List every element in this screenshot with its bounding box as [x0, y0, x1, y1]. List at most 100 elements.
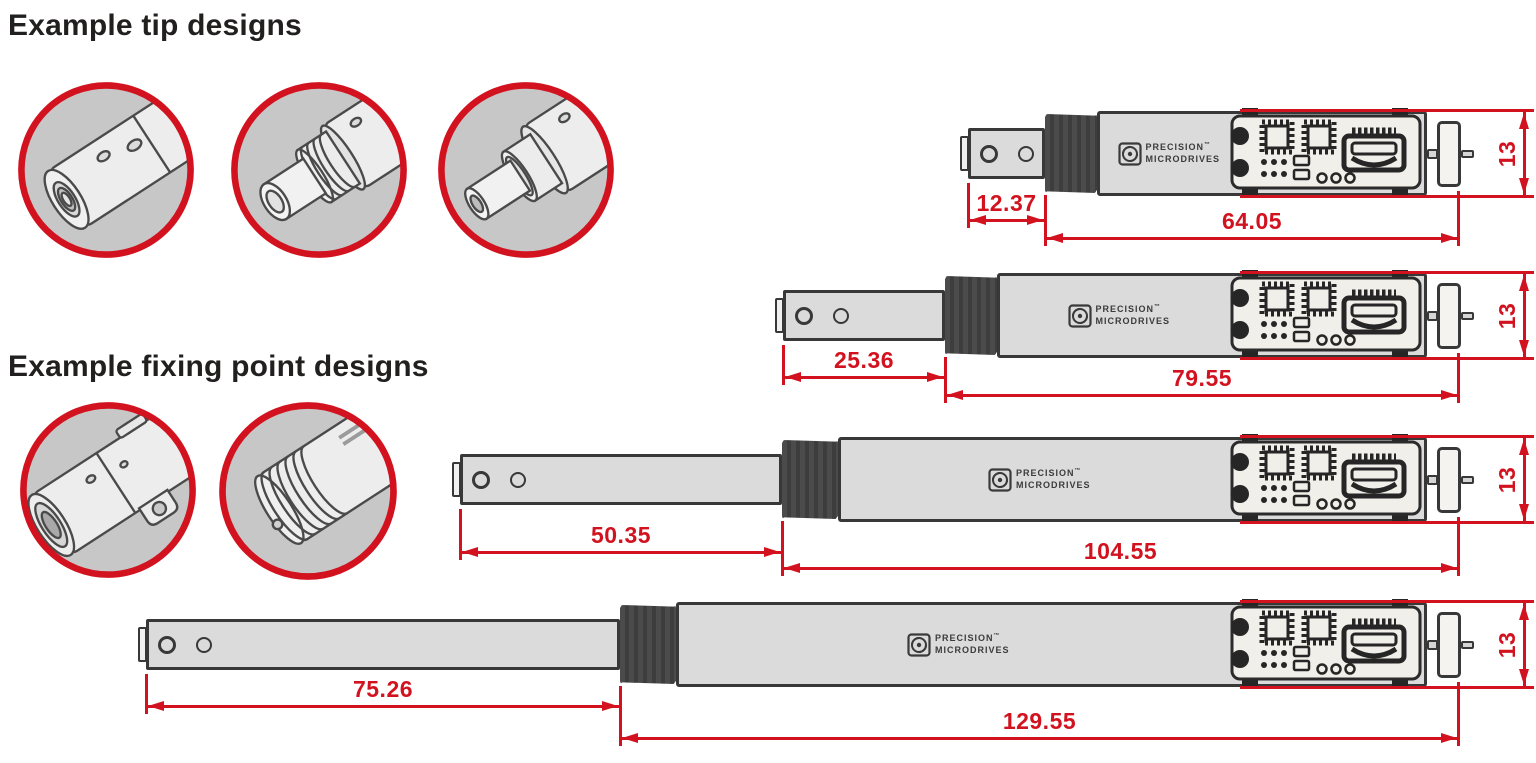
arrowhead-icon — [784, 563, 800, 573]
brand-logo: PRECISION™ MICRODRIVES — [907, 632, 1010, 657]
rod-hole — [196, 636, 212, 653]
dimension-label-stroke: 50.35 — [590, 522, 652, 548]
brand-line1: PRECISION — [935, 633, 994, 644]
dimension-line-total — [945, 394, 1459, 397]
end-pin — [1461, 475, 1474, 484]
dimension-label-total: 129.55 — [1002, 708, 1077, 734]
witness-line — [1240, 521, 1534, 524]
rod-hole — [980, 144, 998, 163]
arrowhead-icon — [622, 733, 638, 743]
dimension-label-stroke: 12.37 — [976, 190, 1037, 216]
dimension-label-total: 104.55 — [1083, 538, 1158, 564]
arrowhead-icon — [1519, 340, 1529, 356]
dimension-line-stroke — [783, 376, 945, 379]
dimension-line-stroke — [146, 705, 620, 708]
end-flag — [1437, 120, 1461, 187]
rubber-boot — [1045, 114, 1097, 193]
witness-line — [145, 674, 148, 714]
arrowhead-icon — [602, 701, 618, 711]
arrowhead-icon — [1441, 233, 1457, 243]
witness-line — [1044, 195, 1047, 246]
witness-line — [1240, 195, 1534, 198]
external-thread-tip-icon — [231, 82, 407, 258]
brand-wordmark: PRECISION™ MICRODRIVES — [935, 633, 1010, 656]
witness-line — [1240, 686, 1534, 689]
witness-line — [1240, 109, 1534, 112]
brand-line2: MICRODRIVES — [1095, 315, 1171, 326]
brand-line1: PRECISION — [1095, 304, 1155, 315]
brand-mark-icon — [1067, 303, 1092, 328]
arrowhead-icon — [1047, 233, 1063, 243]
dimension-line-stroke — [460, 551, 782, 554]
brand-line2: MICRODRIVES — [1016, 479, 1091, 490]
witness-line — [944, 357, 947, 403]
arrowhead-icon — [1519, 669, 1529, 685]
brand-tm: ™ — [993, 633, 1000, 640]
rod-hole — [1018, 145, 1034, 162]
arrowhead-icon — [785, 372, 801, 382]
brand-line1: PRECISION — [1145, 142, 1205, 153]
brand-tm: ™ — [1154, 304, 1161, 311]
arrowhead-icon — [1519, 113, 1529, 129]
arrowhead-icon — [1027, 215, 1043, 225]
rod-hole — [510, 471, 526, 488]
brand-line2: MICRODRIVES — [935, 644, 1010, 655]
arrowhead-icon — [148, 701, 164, 711]
brand-wordmark: PRECISION™ MICRODRIVES — [1096, 304, 1171, 327]
witness-line — [1240, 357, 1534, 360]
arrowhead-icon — [970, 215, 986, 225]
dimension-label-total: 64.05 — [1221, 208, 1283, 234]
dimension-label-stroke: 75.26 — [352, 676, 414, 702]
arrowhead-icon — [1441, 563, 1457, 573]
rod-hole — [833, 307, 849, 324]
rod-hole — [158, 635, 176, 654]
witness-line — [782, 345, 785, 385]
arrowhead-icon — [1441, 390, 1457, 400]
pcb — [1228, 597, 1424, 689]
rubber-boot — [782, 440, 838, 519]
arrowhead-icon — [947, 390, 963, 400]
arrowhead-icon — [1519, 439, 1529, 455]
witness-line — [459, 509, 462, 560]
arrowhead-icon — [1519, 504, 1529, 520]
dimension-line-height — [1523, 273, 1526, 358]
rubber-boot — [620, 605, 676, 684]
witness-line — [1457, 681, 1460, 746]
heading-tip-designs: Example tip designs — [8, 9, 302, 42]
brand-mark-icon — [1117, 141, 1142, 166]
arrowhead-icon — [1519, 275, 1529, 291]
plunger-tip-icon — [438, 82, 614, 258]
witness-line — [1240, 600, 1534, 603]
arrowhead-icon — [1441, 733, 1457, 743]
witness-line — [1457, 516, 1460, 576]
pcb-drawing — [1228, 597, 1424, 689]
dimension-label-height: 13 — [1494, 631, 1520, 658]
brand-mark-icon — [907, 632, 931, 657]
internal-thread-tip-icon — [18, 82, 194, 258]
dimension-line-total — [620, 737, 1459, 740]
dimension-line-height — [1523, 437, 1526, 522]
witness-line — [781, 521, 784, 576]
dimension-line-total — [1045, 237, 1459, 240]
witness-line — [619, 686, 622, 746]
dimension-line-stroke — [968, 219, 1045, 222]
rod-hole — [472, 470, 490, 489]
arrowhead-icon — [764, 547, 780, 557]
dimension-line-total — [782, 567, 1459, 570]
dimension-label-total: 79.55 — [1171, 365, 1233, 391]
dimension-line-height — [1523, 602, 1526, 687]
brand-mark-icon — [988, 467, 1012, 492]
witness-line — [1240, 435, 1534, 438]
witness-line — [967, 183, 970, 228]
witness-line — [1457, 190, 1460, 246]
end-pin — [1461, 640, 1474, 649]
end-flag — [1437, 282, 1461, 349]
brand-logo: PRECISION™ MICRODRIVES — [1067, 303, 1171, 328]
brand-tm: ™ — [1204, 142, 1211, 149]
